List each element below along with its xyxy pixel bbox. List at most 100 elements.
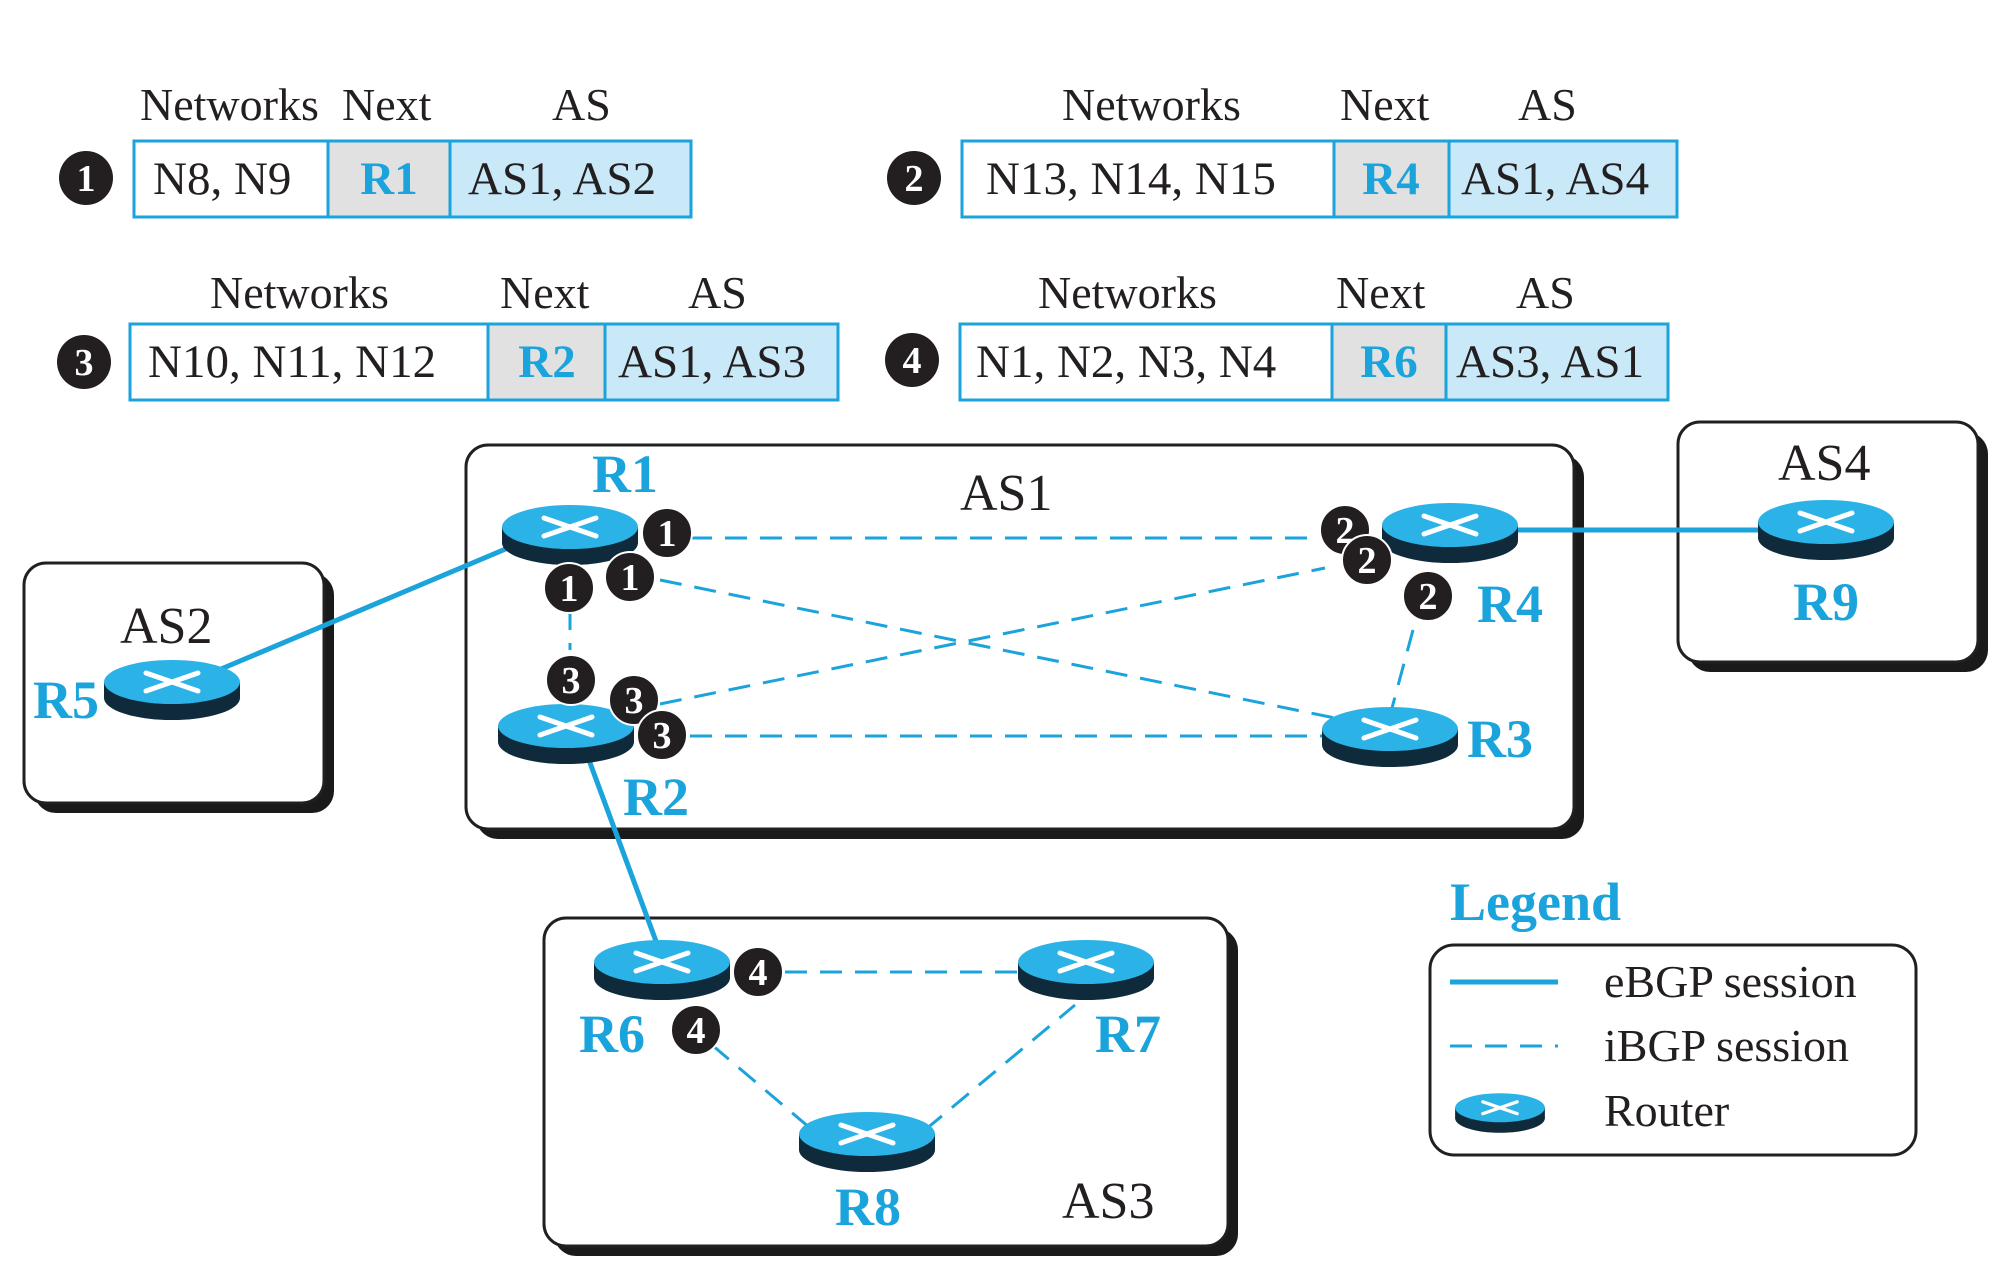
as1-label: AS1 <box>960 465 1052 522</box>
svg-text:3: 3 <box>653 715 672 757</box>
router-r1-label: R1 <box>592 444 658 504</box>
badge-3-r2-to-r1: 3 <box>545 654 597 706</box>
legend-ebgp-label: eBGP session <box>1604 956 1857 1007</box>
table-3-number: 3 <box>75 342 94 384</box>
table-3-as-cell <box>603 322 840 402</box>
table-3-networks-header: Networks <box>210 267 389 318</box>
table-1-as-cell <box>448 139 693 219</box>
table-1-networks-header: Networks <box>140 79 319 130</box>
table-4-as-header: AS <box>1516 267 1575 318</box>
table-4-networks-cell <box>958 322 1334 402</box>
legend: Legend eBGP session iBGP session Router <box>1428 872 1918 1157</box>
table-2-next-value: R4 <box>1362 153 1419 205</box>
badge-1-r1-to-r2: 1 <box>543 562 595 614</box>
legend-router-label: Router <box>1604 1085 1729 1136</box>
table-1-next-cell <box>326 139 452 219</box>
ibgp-r4-r3 <box>1390 629 1415 709</box>
ibgp-r1-r3 <box>659 578 1336 720</box>
table-1-next-value: R1 <box>360 153 417 205</box>
badge-4-r6-to-r7: 4 <box>732 946 784 998</box>
table-2-networks-value: N13, N14, N15 <box>986 153 1276 205</box>
legend-ibgp-label: iBGP session <box>1604 1020 1849 1071</box>
ibgp-r2-r4 <box>659 566 1326 706</box>
ebgp-r5-r1 <box>194 542 516 683</box>
table-3-number-badge <box>57 335 111 389</box>
table-4-number: 4 <box>903 340 922 382</box>
as2-label: AS2 <box>120 598 212 655</box>
table-2-as-cell <box>1447 139 1679 219</box>
table-1-networks-value: N8, N9 <box>153 153 291 205</box>
svg-text:1: 1 <box>560 568 579 610</box>
router-r5: R5 <box>33 660 240 730</box>
table-4-networks-header: Networks <box>1038 267 1217 318</box>
ebgp-sessions <box>194 527 1760 953</box>
as4-label: AS4 <box>1778 435 1870 492</box>
ibgp-r6-r8 <box>711 1043 811 1130</box>
router-r1: R1 <box>502 444 658 565</box>
table-2-number: 2 <box>905 158 924 200</box>
router-r5-label: R5 <box>33 670 99 730</box>
table-2-next-header: Next <box>1340 79 1430 130</box>
route-table-1: Networks Next AS 1 N8, N9 R1 AS1, AS2 <box>59 79 693 219</box>
svg-text:2: 2 <box>1419 576 1438 618</box>
table-1-number: 1 <box>77 158 96 200</box>
router-r9-label: R9 <box>1793 572 1859 632</box>
ebgp-r2-r6 <box>583 751 663 953</box>
table-4-networks-value: N1, N2, N3, N4 <box>976 336 1276 388</box>
badge-1-r1-to-r4: 1 <box>641 507 693 559</box>
update-badges: 1 1 1 2 2 2 3 3 <box>543 504 1454 1056</box>
router-r4-icon <box>1382 503 1518 563</box>
router-r2: R2 <box>498 704 689 827</box>
router-r6: R6 <box>579 940 730 1064</box>
route-table-2: Networks Next AS 2 N13, N14, N15 R4 AS1,… <box>887 79 1679 219</box>
router-r3-icon <box>1322 707 1458 767</box>
badge-1-r1-to-r3: 1 <box>604 551 656 603</box>
route-table-3: Networks Next AS 3 N10, N11, N12 R2 AS1,… <box>57 267 840 402</box>
router-r7-label: R7 <box>1095 1004 1161 1064</box>
table-2-as-value: AS1, AS4 <box>1461 153 1649 205</box>
router-r7-icon <box>1018 940 1154 1000</box>
table-1-as-value: AS1, AS2 <box>468 153 656 205</box>
table-3-as-header: AS <box>688 267 747 318</box>
route-table-4: Networks Next AS 4 N1, N2, N3, N4 R6 AS3… <box>885 267 1670 402</box>
table-2-number-badge <box>887 151 941 205</box>
table-4-next-header: Next <box>1336 267 1426 318</box>
router-r8-icon <box>799 1112 935 1172</box>
table-4-next-value: R6 <box>1360 336 1417 388</box>
table-3-networks-cell <box>128 322 490 402</box>
badge-2-r4-to-r3: 2 <box>1402 570 1454 622</box>
router-r5-icon <box>104 660 240 720</box>
table-1-next-header: Next <box>342 79 432 130</box>
ibgp-sessions <box>568 536 1415 1132</box>
table-3-networks-value: N10, N11, N12 <box>148 336 436 388</box>
router-r6-icon <box>594 940 730 1000</box>
table-1-as-header: AS <box>552 79 611 130</box>
svg-text:4: 4 <box>687 1010 706 1052</box>
badge-4-r6-to-r8: 4 <box>670 1004 722 1056</box>
router-r4-label: R4 <box>1477 574 1543 634</box>
legend-router-icon <box>1453 1091 1547 1135</box>
table-2-as-header: AS <box>1518 79 1577 130</box>
table-4-as-value: AS3, AS1 <box>1456 336 1644 388</box>
table-3-next-value: R2 <box>518 336 575 388</box>
router-r7: R7 <box>1018 940 1161 1064</box>
legend-box <box>1428 943 1918 1157</box>
svg-text:3: 3 <box>562 660 581 702</box>
table-1-number-badge <box>59 151 113 205</box>
router-r9-icon <box>1758 500 1894 560</box>
router-r6-label: R6 <box>579 1004 645 1064</box>
svg-text:4: 4 <box>749 952 768 994</box>
svg-text:2: 2 <box>1358 540 1377 582</box>
table-2-next-cell <box>1332 139 1451 219</box>
router-r8: R8 <box>799 1112 935 1237</box>
legend-title: Legend <box>1450 872 1621 932</box>
as3-label: AS3 <box>1062 1173 1154 1230</box>
table-2-networks-header: Networks <box>1062 79 1241 130</box>
router-r3: R3 <box>1322 707 1533 769</box>
table-4-as-cell <box>1444 322 1670 402</box>
svg-text:1: 1 <box>621 557 640 599</box>
router-r8-label: R8 <box>835 1177 901 1237</box>
as1-box: AS1 <box>464 443 1584 839</box>
badge-3-r2-to-r3: 3 <box>636 709 688 761</box>
